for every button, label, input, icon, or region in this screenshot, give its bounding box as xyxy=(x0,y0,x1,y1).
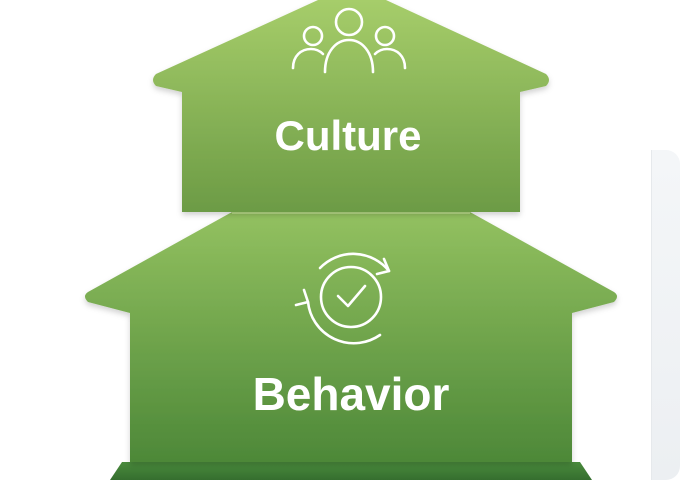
tier-behavior-label: Behavior xyxy=(253,368,450,420)
people-group-icon xyxy=(291,7,407,74)
tier-behavior-shape xyxy=(85,212,617,462)
tier-base-shape xyxy=(110,462,592,480)
tier-culture-shape xyxy=(153,0,549,212)
tier-culture-label: Culture xyxy=(275,112,422,159)
tier-behavior: Behavior xyxy=(85,212,617,462)
tier-culture: Culture xyxy=(153,0,549,212)
cycle-check-icon xyxy=(294,252,391,345)
background-panel xyxy=(651,150,680,480)
tier-base xyxy=(110,462,592,480)
